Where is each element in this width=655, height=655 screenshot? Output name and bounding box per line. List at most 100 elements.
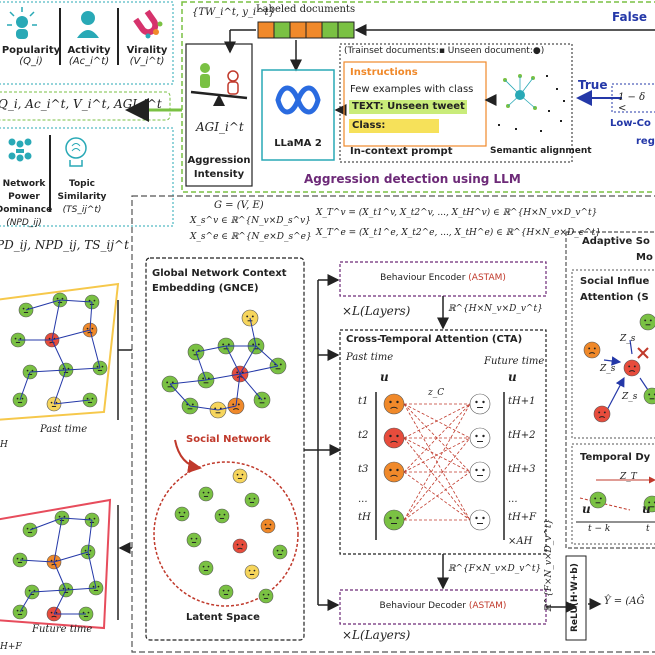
region-label: reg — [636, 136, 655, 147]
green-face-node — [589, 491, 607, 509]
relu-label: ReLU(H·W+b) — [570, 563, 580, 632]
llama-label: LLaMA 2 — [274, 138, 322, 149]
green-face-node — [198, 486, 214, 502]
yellow-face-node — [232, 468, 248, 484]
side-space-label: ℝ^{F×N_v×D_v^t} — [544, 518, 554, 612]
gray-face-node — [469, 461, 491, 483]
graph-edge — [169, 379, 207, 385]
temporal-title: Temporal Dy — [580, 452, 651, 463]
false-label: False — [612, 10, 647, 24]
zs-label-3: Z_s — [622, 392, 638, 402]
green-face-node — [272, 544, 288, 560]
virality-icon — [133, 9, 163, 39]
layers-bottom: ×L(Layers) — [342, 628, 411, 642]
graph-edge — [87, 551, 97, 589]
green-face-node — [186, 532, 202, 548]
attention-heads-label: ×AH — [508, 536, 533, 547]
seesaw-icon — [190, 63, 248, 106]
xte-def: X_T^e = (X_t1^e, X_t2^e, ..., X_tH^e) ∈ … — [316, 228, 601, 238]
layers-top: ×L(Layers) — [342, 304, 411, 318]
graph-edge — [25, 299, 61, 311]
graph-edge — [195, 351, 207, 381]
instructions-label: Instructions — [350, 67, 418, 78]
adaptive-title-2: Mo — [636, 252, 653, 263]
true-label: True — [578, 78, 608, 92]
xsv-def: X_s^v ∈ ℝ^{N_v×D_s^v} — [190, 216, 311, 226]
green-face-node — [214, 508, 230, 524]
red-face-node — [383, 427, 405, 449]
left-future-time: Future time — [32, 624, 93, 635]
red-face-node — [593, 405, 611, 423]
gnce-title: Global Network Context Embedding (GNCE) — [152, 268, 287, 294]
graph-edge — [87, 519, 93, 553]
green-face-node — [643, 495, 655, 513]
past-time-tick: tH — [358, 512, 371, 523]
zs-label-2: Z_s — [600, 364, 616, 374]
xse-def: X_s^e ∈ ℝ^{N_e×D_s^e} — [190, 232, 312, 242]
llama-box — [261, 69, 335, 161]
user-features-box — [0, 1, 174, 85]
graph-edge — [239, 365, 279, 375]
low-confidence-label: Low-Co — [610, 118, 651, 129]
threshold-label: 1 − δ < — [618, 92, 646, 114]
social-attention-title: Attention (S — [580, 292, 649, 303]
graph-edge — [51, 329, 91, 341]
network-power-icon — [8, 138, 32, 162]
graph-edge — [19, 591, 33, 613]
graph-edge — [61, 517, 93, 521]
u-axis-past: u — [380, 370, 389, 384]
labeled-documents-label: Labeled documents — [256, 4, 356, 15]
topic-similarity-icon — [65, 137, 87, 167]
graph-edge — [19, 371, 31, 401]
llm-box — [181, 1, 655, 193]
zc-label: z_C — [428, 388, 445, 398]
future-time-label: Future time — [484, 356, 545, 367]
future-time-tick: tH+3 — [508, 464, 536, 475]
semantic-alignment-label: Semantic alignment — [490, 146, 592, 156]
labeled-pair: {TW_i^t, y_i^t} — [192, 7, 275, 18]
social-network-label: Social Network — [186, 434, 271, 445]
graph-edge — [29, 369, 67, 373]
virality-label: Virality(V_i^t) — [126, 45, 168, 67]
u-temporal-1: u — [582, 502, 591, 516]
gray-face-node — [469, 393, 491, 415]
main-model-box — [131, 195, 655, 653]
graph-edge — [51, 299, 61, 341]
graph-edge — [255, 345, 279, 367]
pair-feature-vector: PD_ij, NPD_ij, TS_ij^t — [0, 238, 129, 252]
green-face-node — [198, 560, 214, 576]
output-label: Ŷ = (AĜ — [604, 596, 645, 607]
future-time-tick: tH+F — [508, 512, 537, 523]
graph-edge — [19, 559, 55, 563]
orange-face-node — [383, 393, 405, 415]
graph-edge — [53, 551, 89, 563]
pair-features-box — [0, 127, 174, 227]
left-h: H — [0, 440, 8, 450]
graph-edge — [89, 301, 93, 331]
graph-edge — [53, 517, 63, 563]
graph-edge — [235, 373, 241, 407]
agi-symbol: AGI_i^t — [196, 120, 244, 134]
green-face-node — [643, 387, 655, 405]
orange-face-node — [383, 461, 405, 483]
in-context-label: In-context prompt — [350, 146, 453, 157]
left-hf: H+F — [0, 642, 22, 652]
future-time-tick: tH+1 — [508, 396, 536, 407]
graph-edge — [65, 367, 101, 371]
popularity-icon — [7, 7, 37, 39]
graph-edge — [239, 345, 257, 375]
latent-space-label: Latent Space — [186, 612, 260, 623]
encoder-label: Behaviour Encoder (ASTAM) — [380, 273, 506, 283]
future-time-tick: tH+2 — [508, 430, 536, 441]
gray-face-node — [469, 509, 491, 531]
gnce-box — [145, 257, 305, 641]
red-face-node — [232, 538, 248, 554]
adaptive-title: Adaptive So — [582, 236, 650, 247]
past-time-tick: t3 — [358, 464, 369, 475]
meta-logo-icon — [275, 85, 321, 115]
graph-edge — [195, 345, 227, 353]
graph-edge — [169, 383, 191, 407]
